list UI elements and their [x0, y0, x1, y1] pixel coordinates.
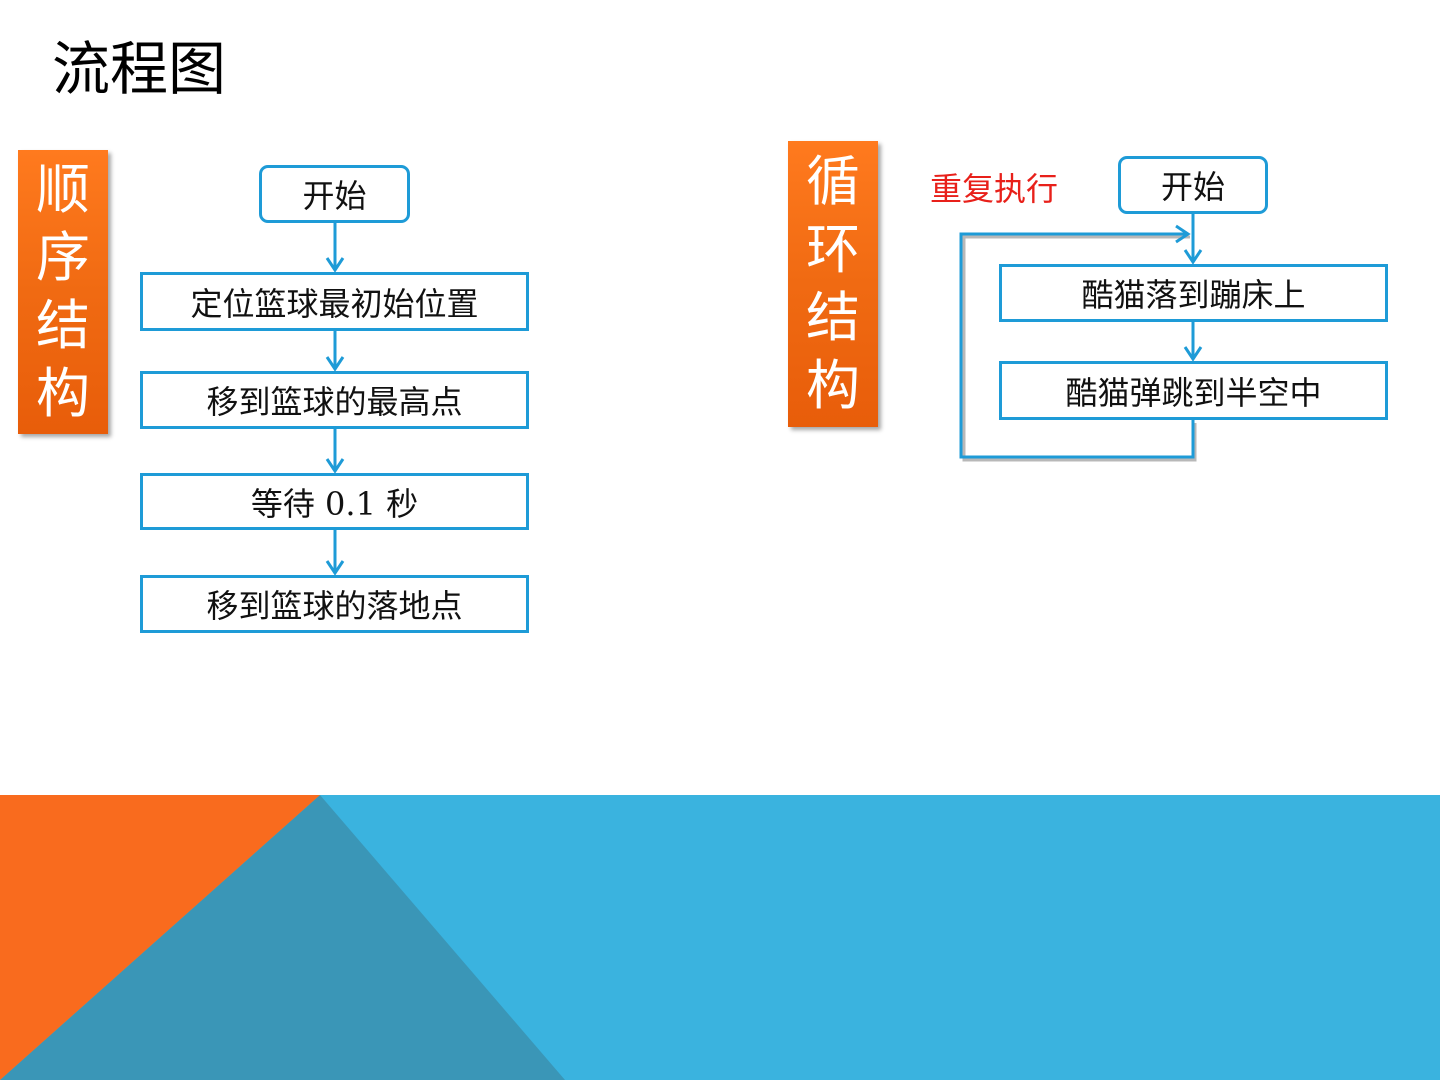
- arrowhead: [325, 356, 345, 372]
- sequence-banner-char: 序: [36, 226, 90, 289]
- arrowhead: [1183, 346, 1203, 362]
- footer-teal-triangle: [0, 795, 565, 1080]
- loop-back-arrowhead: [1175, 224, 1191, 244]
- arrowhead: [325, 257, 345, 273]
- sequence-banner-char: 构: [36, 362, 90, 425]
- sequence-banner: 顺 序 结 构: [18, 150, 108, 434]
- sequence-step-1: 定位篮球最初始位置: [140, 272, 529, 331]
- sequence-step-3: 等待 0.1 秒: [140, 473, 529, 530]
- loop-start-box: 开始: [1118, 156, 1268, 214]
- loop-banner-char: 构: [806, 354, 860, 417]
- sequence-banner-char: 顺: [36, 158, 90, 221]
- loop-back-shadow: [962, 235, 1197, 462]
- loop-step-2: 酷猫弹跳到半空中: [999, 361, 1388, 420]
- arrowhead: [1183, 249, 1203, 265]
- slide-title: 流程图: [52, 35, 227, 103]
- sequence-step-4: 移到篮球的落地点: [140, 575, 529, 633]
- arrowhead: [325, 560, 345, 576]
- sequence-start-box: 开始: [259, 165, 410, 223]
- loop-banner: 循 环 结 构: [788, 141, 878, 427]
- footer-decoration: [0, 795, 1440, 1080]
- loop-banner-char: 结: [806, 286, 860, 349]
- loop-step-1: 酷猫落到蹦床上: [999, 264, 1388, 322]
- loop-back-line: [959, 232, 1195, 459]
- sequence-step-2: 移到篮球的最高点: [140, 371, 529, 429]
- flow-connectors: [325, 214, 1203, 576]
- loop-banner-char: 循: [806, 150, 860, 213]
- loop-banner-char: 环: [806, 218, 860, 281]
- sequence-banner-char: 结: [36, 294, 90, 357]
- repeat-label: 重复执行: [930, 170, 1059, 208]
- footer-orange-triangle: [0, 795, 320, 1080]
- arrowhead: [325, 458, 345, 474]
